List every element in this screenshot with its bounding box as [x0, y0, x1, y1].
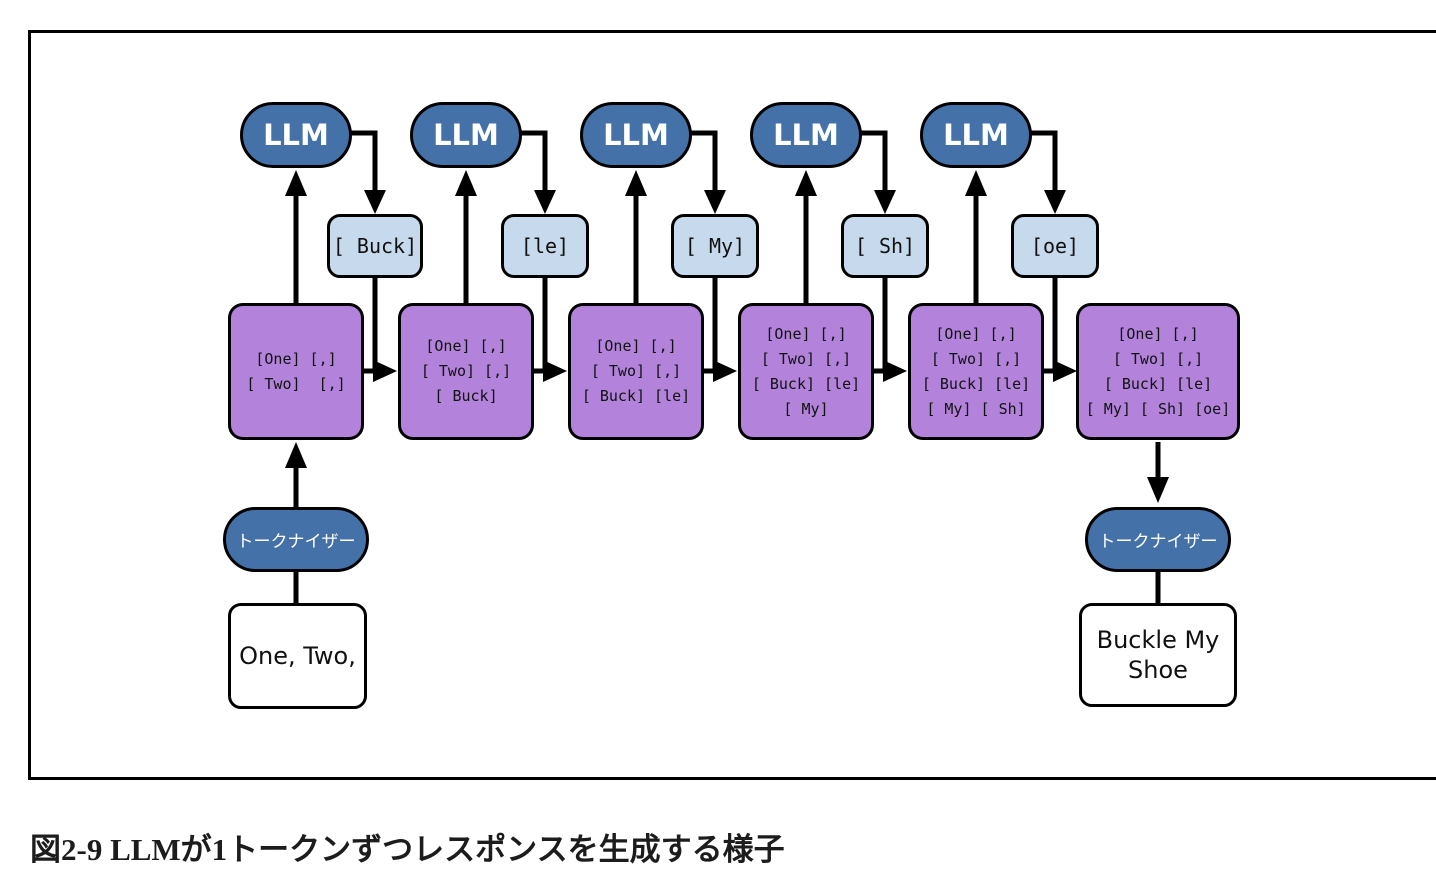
- llm-label: LLM: [773, 118, 839, 152]
- context-tokens: [One] [,] [ Two] [,]: [246, 349, 346, 393]
- llm-node: LLM: [240, 102, 352, 168]
- llm-label: LLM: [263, 118, 329, 152]
- tokenizer-label: トークナイザー: [1098, 532, 1218, 552]
- llm-label: LLM: [603, 118, 669, 152]
- context-tokens: [One] [,] [ Two] [,] [ Buck] [le]: [581, 337, 691, 405]
- llm-label: LLM: [433, 118, 499, 152]
- output-tokenizer-node: トークナイザー: [1085, 507, 1231, 572]
- llm-label: LLM: [943, 118, 1009, 152]
- output-text-box: Buckle My Shoe: [1079, 603, 1237, 707]
- llm-node: LLM: [580, 102, 692, 168]
- context-tokens: [One] [,] [ Two] [,] [ Buck] [le] [ My]: [751, 324, 861, 418]
- token-label: [ My]: [684, 234, 746, 258]
- generated-token-box: [le]: [501, 214, 589, 278]
- context-tokens-box: [One] [,] [ Two] [,] [ Buck] [le]: [568, 303, 704, 440]
- token-label: [le]: [520, 234, 570, 258]
- generated-token-box: [ My]: [671, 214, 759, 278]
- context-tokens-box: [One] [,] [ Two] [,] [ Buck] [le] [ My] …: [908, 303, 1044, 440]
- context-tokens: [One] [,] [ Two] [,] [ Buck]: [420, 337, 512, 405]
- context-tokens-box: [One] [,] [ Two] [,] [ Buck]: [398, 303, 534, 440]
- llm-node: LLM: [410, 102, 522, 168]
- input-text-box: One, Two,: [228, 603, 367, 709]
- token-label: [ Sh]: [854, 234, 916, 258]
- token-label: [oe]: [1030, 234, 1080, 258]
- context-tokens-box: [One] [,] [ Two] [,] [ Buck] [le] [ My]: [738, 303, 874, 440]
- generated-token-box: [oe]: [1011, 214, 1099, 278]
- generated-token-box: [ Buck]: [327, 214, 423, 278]
- output-text: Buckle My Shoe: [1096, 626, 1220, 684]
- llm-node: LLM: [750, 102, 862, 168]
- llm-node: LLM: [920, 102, 1032, 168]
- input-tokenizer-node: トークナイザー: [223, 507, 369, 572]
- context-tokens: [One] [,] [ Two] [,] [ Buck] [le] [ My] …: [1085, 324, 1231, 418]
- generated-token-box: [ Sh]: [841, 214, 929, 278]
- input-text: One, Two,: [239, 642, 356, 670]
- diagram-frame: [28, 30, 1436, 780]
- final-context-tokens-box: [One] [,] [ Two] [,] [ Buck] [le] [ My] …: [1076, 303, 1240, 440]
- context-tokens: [One] [,] [ Two] [,] [ Buck] [le] [ My] …: [921, 324, 1031, 418]
- tokenizer-label: トークナイザー: [236, 532, 356, 552]
- context-tokens-box: [One] [,] [ Two] [,]: [228, 303, 364, 440]
- token-label: [ Buck]: [332, 234, 418, 258]
- figure-caption: 図2-9 LLMが1トークンずつレスポンスを生成する様子: [30, 832, 785, 867]
